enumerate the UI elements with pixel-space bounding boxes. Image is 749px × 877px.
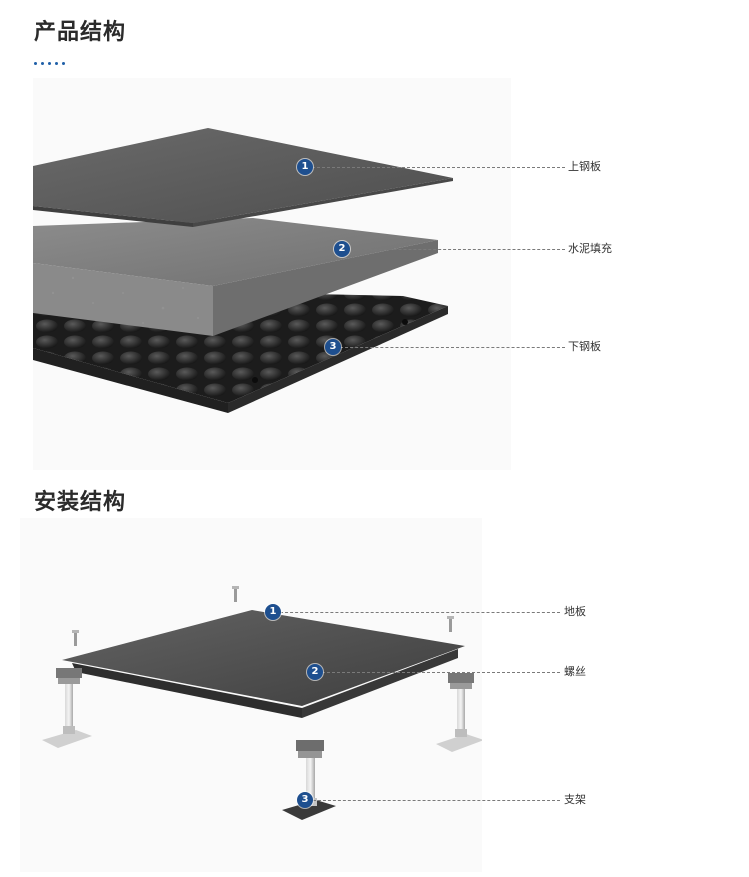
floor-panel-illustration (62, 610, 465, 718)
marker-2: 2 (334, 241, 350, 257)
floor-panel-exploded-illustration (33, 128, 453, 413)
label-floor: 地板 (564, 605, 586, 618)
marker-3: 3 (297, 792, 313, 808)
product-structure-section: 产品结构 (33, 20, 612, 470)
title-dots-decoration (34, 62, 69, 66)
label-pedestal: 支架 (564, 793, 586, 806)
leader-line-cement (349, 249, 565, 250)
pedestal-right-illustration (436, 673, 482, 752)
top-steel-plate-illustration (33, 128, 453, 227)
install-structure-figure (20, 518, 482, 872)
marker-1: 1 (297, 159, 313, 175)
leader-line-floor (280, 612, 560, 613)
label-cement-filling: 水泥填充 (568, 242, 612, 255)
screw-illustrations (72, 586, 454, 646)
floor-installation-illustration (42, 586, 482, 820)
pedestal-left-illustration (42, 668, 92, 748)
product-structure-figure (33, 78, 511, 470)
install-structure-section: 安装结构 (0, 470, 749, 877)
marker-3: 3 (325, 339, 341, 355)
leader-line-screw (322, 672, 560, 673)
marker-1: 1 (265, 604, 281, 620)
leader-line-top-steel (312, 167, 565, 168)
label-bottom-steel-plate: 下钢板 (568, 340, 601, 353)
label-screw: 螺丝 (564, 665, 586, 678)
leader-line-pedestal (313, 800, 560, 801)
leader-line-bottom-steel (340, 347, 565, 348)
cement-filling-illustration (33, 218, 438, 336)
pedestal-front-illustration (282, 740, 336, 820)
marker-2: 2 (307, 664, 323, 680)
install-structure-title: 安装结构 (34, 490, 127, 515)
product-structure-title: 产品结构 (34, 20, 127, 45)
label-top-steel-plate: 上钢板 (568, 160, 601, 173)
